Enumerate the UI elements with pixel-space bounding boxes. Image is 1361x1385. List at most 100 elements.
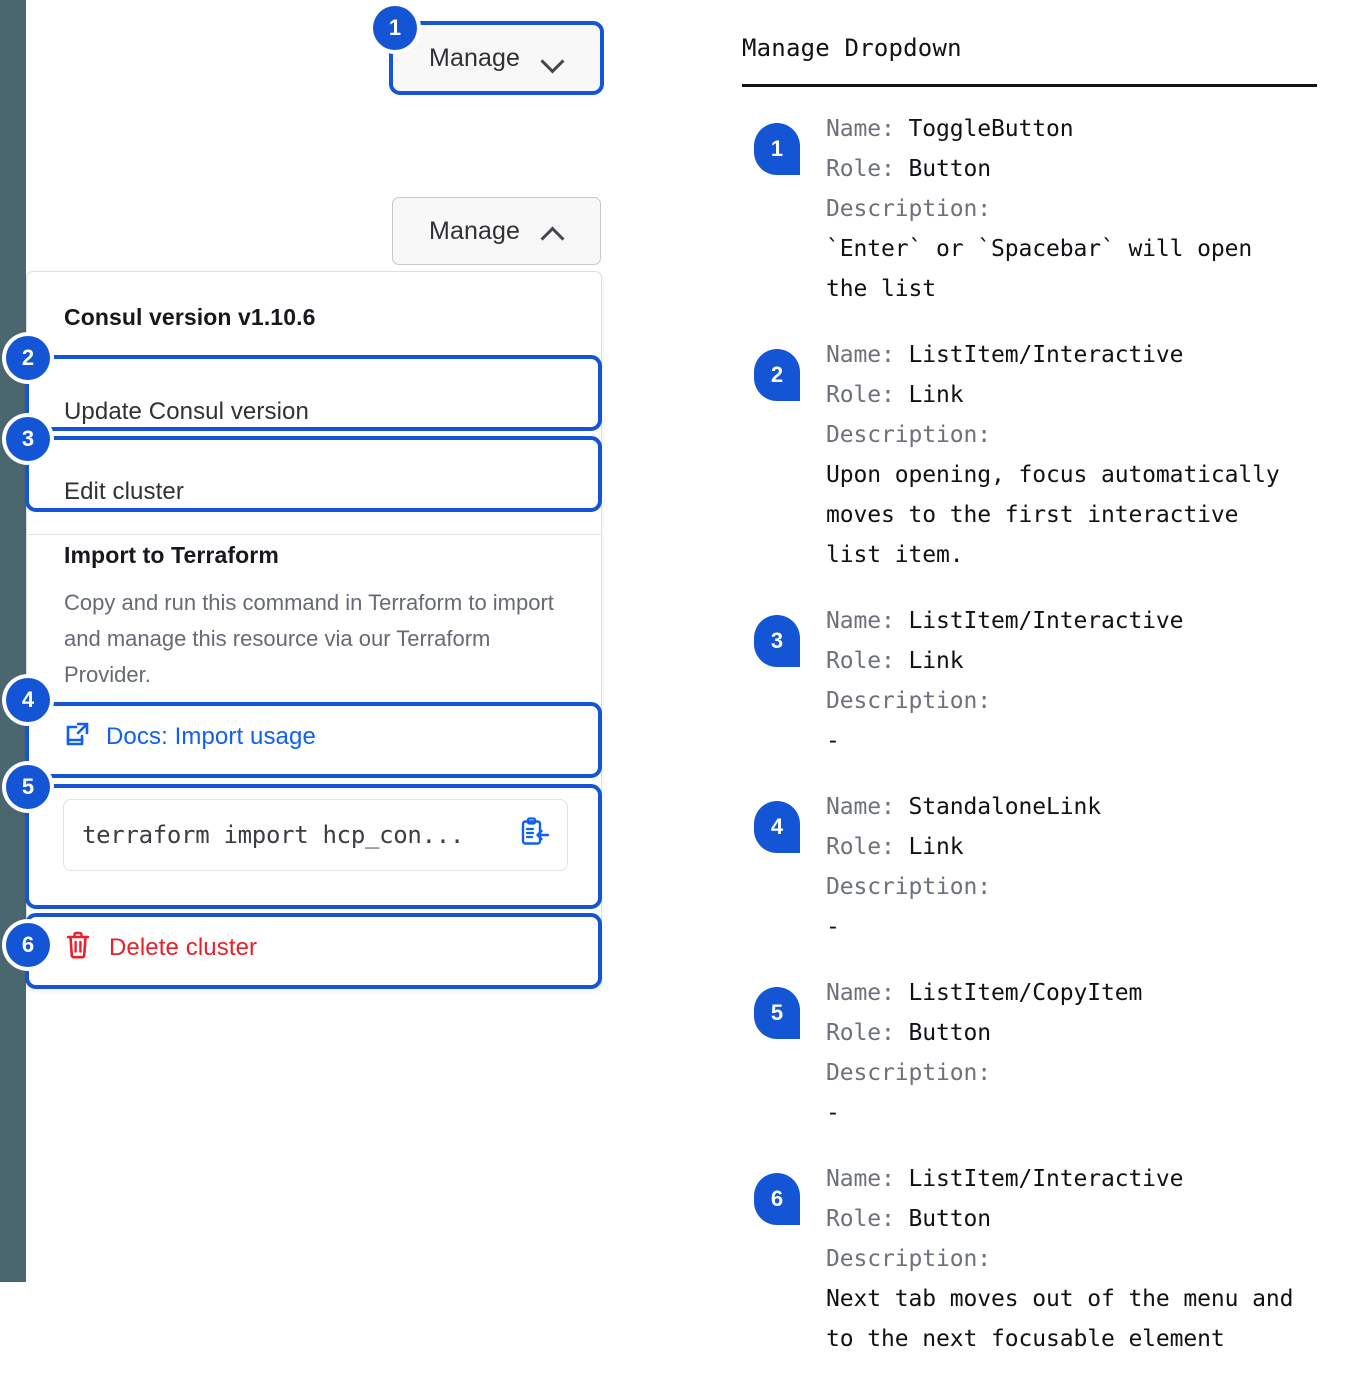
legend-description-label: Description: bbox=[826, 1246, 991, 1272]
legend-name-value: ListItem/CopyItem bbox=[908, 980, 1143, 1006]
clipboard-copy-icon[interactable] bbox=[517, 816, 551, 855]
legend-divider bbox=[742, 84, 1317, 87]
legend-marker-2: 2 bbox=[754, 349, 800, 401]
legend-role-label: Role: bbox=[826, 1020, 909, 1046]
legend-role-label-line: Role: Button bbox=[826, 149, 1322, 189]
legend-marker-6: 6 bbox=[754, 1173, 800, 1225]
legend-name-label: Name: bbox=[826, 608, 909, 634]
legend-role-label: Role: bbox=[826, 648, 909, 674]
legend-role-label-line: Role: Link bbox=[826, 641, 1322, 681]
legend-name-label-line: Name: StandaloneLink bbox=[826, 787, 1322, 827]
delete-cluster-label: Delete cluster bbox=[109, 934, 258, 961]
legend-role-label-line: Role: Button bbox=[826, 1013, 1322, 1053]
legend-role-value: Link bbox=[908, 382, 964, 408]
legend-role-value: Link bbox=[908, 834, 964, 860]
legend-description-label: Description: bbox=[826, 1060, 991, 1086]
manage-toggle-button-expanded[interactable]: Manage bbox=[392, 197, 601, 265]
legend-name-label-line: Name: ListItem/Interactive bbox=[826, 335, 1322, 375]
legend-role-value: Button bbox=[908, 1206, 991, 1232]
legend-name-label: Name: bbox=[826, 980, 909, 1006]
legend-name-value: ToggleButton bbox=[908, 116, 1074, 142]
legend-name-value: ListItem/Interactive bbox=[908, 1166, 1184, 1192]
legend-role-label: Role: bbox=[826, 156, 909, 182]
callout-badge-6: 6 bbox=[6, 923, 50, 967]
consul-version-heading: Consul version v1.10.6 bbox=[64, 304, 316, 330]
callout-badge-3: 3 bbox=[6, 417, 50, 461]
external-link-docs-icon bbox=[64, 720, 90, 755]
menu-item-edit-cluster[interactable]: Edit cluster bbox=[27, 452, 184, 532]
legend-description-label: Description: bbox=[826, 422, 991, 448]
terraform-command-copy-field[interactable]: terraform import hcp_con... bbox=[63, 799, 568, 871]
legend-description-label: Description: bbox=[826, 688, 991, 714]
menu-item-update-label: Update Consul version bbox=[64, 398, 309, 425]
import-to-terraform-description: Copy and run this command in Terraform t… bbox=[64, 590, 554, 687]
chevron-up-icon bbox=[542, 225, 564, 238]
legend-name-label: Name: bbox=[826, 116, 909, 142]
callout-badge-1: 1 bbox=[373, 6, 417, 50]
legend-title: Manage Dropdown bbox=[742, 34, 962, 62]
legend-description-value: Next tab moves out of the menu and to th… bbox=[826, 1286, 1294, 1352]
callout-badge-4: 4 bbox=[6, 678, 50, 722]
manage-toggle-label-expanded: Manage bbox=[429, 216, 520, 245]
legend-marker-4: 4 bbox=[754, 801, 800, 853]
trash-icon bbox=[64, 930, 92, 967]
legend-description-value: Upon opening, focus automatically moves … bbox=[826, 462, 1280, 568]
legend-name-label-line: Name: ListItem/CopyItem bbox=[826, 973, 1322, 1013]
manage-toggle-label: Manage bbox=[429, 43, 520, 72]
docs-import-usage-label: Docs: Import usage bbox=[106, 723, 316, 750]
legend-role-label-line: Role: Link bbox=[826, 375, 1322, 415]
legend-role-value: Button bbox=[908, 1020, 991, 1046]
import-to-terraform-heading: Import to Terraform bbox=[64, 542, 279, 568]
manage-toggle-button-collapsed[interactable]: Manage bbox=[392, 24, 601, 92]
legend-name-label-line: Name: ListItem/Interactive bbox=[826, 1159, 1322, 1199]
legend-role-label: Role: bbox=[826, 1206, 909, 1232]
legend-description-label: Description: bbox=[826, 196, 991, 222]
legend-description-value: - bbox=[826, 1100, 840, 1126]
legend-name-label-line: Name: ListItem/Interactive bbox=[826, 601, 1322, 641]
legend-description-label: Description: bbox=[826, 874, 991, 900]
docs-import-usage-link[interactable]: Docs: Import usage bbox=[64, 714, 316, 760]
legend-role-label-line: Role: Button bbox=[826, 1199, 1322, 1239]
legend-description-value: - bbox=[826, 728, 840, 754]
legend-marker-5: 5 bbox=[754, 987, 800, 1039]
callout-badge-5: 5 bbox=[6, 765, 50, 809]
legend-marker-1: 1 bbox=[754, 123, 800, 175]
legend-name-label-line: Name: ToggleButton bbox=[826, 109, 1322, 149]
manage-dropdown-panel: Consul version v1.10.6 Update Consul ver… bbox=[26, 271, 602, 989]
legend-name-label: Name: bbox=[826, 1166, 909, 1192]
callout-badge-2: 2 bbox=[6, 336, 50, 380]
terraform-command-text: terraform import hcp_con... bbox=[82, 821, 465, 849]
legend-role-value: Link bbox=[908, 648, 964, 674]
legend-description-value: - bbox=[826, 914, 840, 940]
app-left-rail bbox=[0, 0, 26, 1282]
menu-item-update-consul-version[interactable]: Update Consul version bbox=[27, 372, 309, 452]
menu-item-edit-label: Edit cluster bbox=[64, 478, 184, 505]
component-preview-pane: Manage Manage Consul version v1.10.6 Upd… bbox=[0, 0, 700, 1282]
legend-name-label: Name: bbox=[826, 342, 909, 368]
menu-divider bbox=[27, 534, 601, 535]
legend-name-label: Name: bbox=[826, 794, 909, 820]
legend-role-label: Role: bbox=[826, 834, 909, 860]
legend-role-value: Button bbox=[908, 156, 991, 182]
legend-name-value: StandaloneLink bbox=[908, 794, 1101, 820]
legend-name-value: ListItem/Interactive bbox=[908, 342, 1184, 368]
chevron-down-icon bbox=[542, 52, 564, 65]
legend-description-value: `Enter` or `Spacebar` will open the list bbox=[826, 236, 1253, 302]
menu-item-delete-cluster[interactable]: Delete cluster bbox=[64, 925, 257, 971]
legend-role-label: Role: bbox=[826, 382, 909, 408]
legend-marker-3: 3 bbox=[754, 615, 800, 667]
